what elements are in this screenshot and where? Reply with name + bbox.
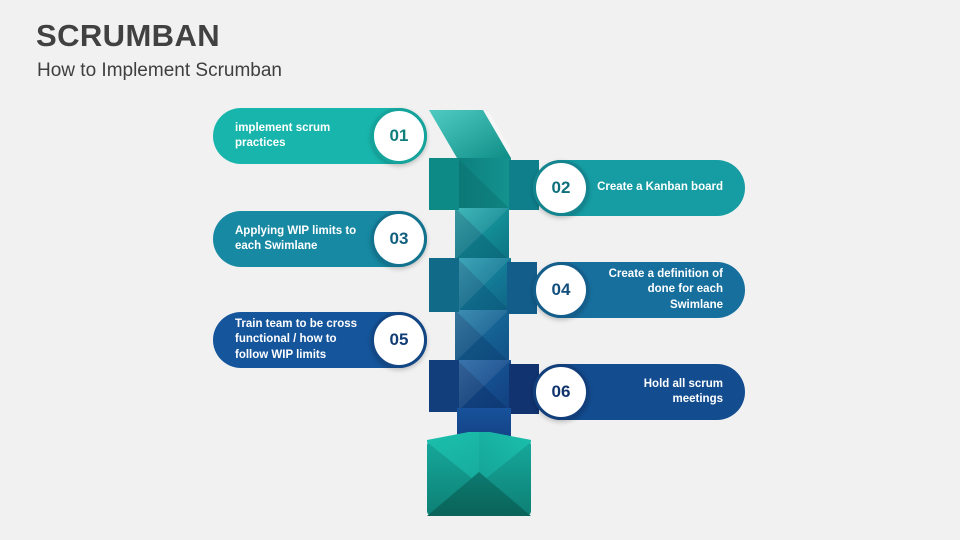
process-step-03[interactable]: Applying WIP limits to each Swimlane 03 bbox=[213, 211, 427, 270]
process-step-02[interactable]: Create a Kanban board 02 bbox=[533, 160, 745, 219]
step-number-badge[interactable]: 03 bbox=[371, 211, 427, 267]
step-label: Create a definition of done for each Swi… bbox=[608, 267, 723, 311]
envelope-graphic bbox=[427, 432, 531, 516]
process-step-01[interactable]: implement scrum practices 01 bbox=[213, 108, 427, 167]
step-number: 05 bbox=[389, 330, 409, 349]
step-label: Create a Kanban board bbox=[597, 181, 723, 194]
step-number: 06 bbox=[551, 382, 571, 401]
page-subtitle: How to Implement Scrumban bbox=[37, 60, 282, 81]
step-number-badge[interactable]: 02 bbox=[533, 160, 589, 216]
step-number: 02 bbox=[551, 178, 571, 197]
step-label: Hold all scrum meetings bbox=[643, 377, 723, 406]
step-number: 03 bbox=[389, 229, 409, 248]
process-step-06[interactable]: Hold all scrum meetings 06 bbox=[533, 364, 745, 423]
step-label: implement scrum practices bbox=[235, 121, 331, 150]
page-title: SCRUMBAN bbox=[36, 18, 221, 53]
step-label: Train team to be cross functional / how … bbox=[235, 317, 358, 361]
step-number: 04 bbox=[551, 280, 571, 299]
step-number-badge[interactable]: 06 bbox=[533, 364, 589, 420]
step-number: 01 bbox=[389, 126, 409, 145]
step-number-badge[interactable]: 05 bbox=[371, 312, 427, 368]
step-number-badge[interactable]: 01 bbox=[371, 108, 427, 164]
process-step-04[interactable]: Create a definition of done for each Swi… bbox=[533, 262, 745, 321]
step-label: Applying WIP limits to each Swimlane bbox=[235, 224, 357, 253]
step-number-badge[interactable]: 04 bbox=[533, 262, 589, 318]
process-step-05[interactable]: Train team to be cross functional / how … bbox=[213, 312, 427, 371]
